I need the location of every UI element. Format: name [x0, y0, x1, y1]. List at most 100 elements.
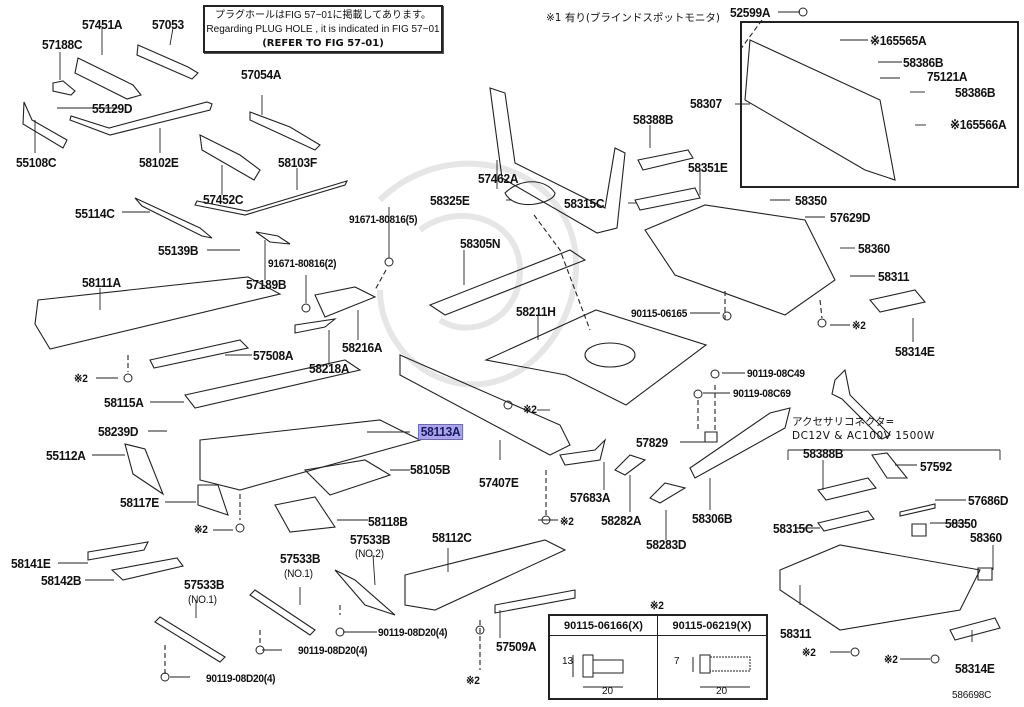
part-label[interactable]: 55139B	[158, 243, 199, 258]
part-label[interactable]: 58307	[690, 96, 722, 111]
part-58117E	[197, 484, 229, 516]
part-label[interactable]: 58103F	[278, 155, 317, 170]
part-label[interactable]: 52599A	[730, 5, 771, 20]
part-label[interactable]: ※165566A	[950, 117, 1007, 132]
bolt-part-90115-06166[interactable]: 90115-06166(X)	[550, 616, 658, 636]
part-label[interactable]: 58105B	[410, 462, 451, 477]
part-label[interactable]: 91671-80816(2)	[268, 258, 337, 270]
part-label[interactable]: 58142B	[41, 573, 82, 588]
part-label[interactable]: 90119-08C49	[747, 368, 805, 380]
part-label[interactable]: 90119-08D20(4)	[206, 673, 276, 685]
part-label[interactable]: ※165565A	[870, 33, 927, 48]
part-label[interactable]: 57188C	[42, 37, 83, 52]
part-label[interactable]: 58117E	[120, 495, 159, 510]
part-label[interactable]: 90115-06165	[631, 308, 688, 320]
detail-frame-58307	[740, 21, 1019, 188]
part-58388B-top	[637, 149, 694, 171]
bolt-ref-label[interactable]: ※2	[560, 516, 574, 528]
part-label[interactable]: 58311	[878, 269, 910, 284]
part-label[interactable]: 58325E	[430, 193, 470, 208]
part-label[interactable]: 58115A	[104, 395, 144, 410]
part-label[interactable]: 58360	[970, 530, 1002, 545]
part-label[interactable]: 91671-80816(5)	[349, 214, 418, 226]
part-label[interactable]: 55112A	[46, 448, 86, 463]
part-58307	[744, 39, 896, 181]
part-label[interactable]: 58311	[780, 626, 812, 641]
part-label[interactable]: 55114C	[75, 206, 115, 221]
part-label[interactable]: 55108C	[16, 155, 57, 170]
part-label[interactable]: 58239D	[98, 424, 139, 439]
part-label[interactable]: 90119-08C69	[733, 388, 791, 400]
part-label[interactable]: 58218A	[309, 361, 350, 376]
part-label-highlighted[interactable]: 58113A	[418, 424, 464, 440]
part-label[interactable]: 90119-08D20(4)	[378, 627, 448, 639]
part-label[interactable]: 58314E	[895, 344, 935, 359]
part-58102E	[69, 101, 213, 136]
part-label[interactable]: 58112C	[432, 530, 472, 545]
part-label[interactable]: 57054A	[241, 67, 282, 82]
part-label[interactable]: 58283D	[646, 537, 687, 552]
part-label[interactable]: 57053	[152, 17, 184, 32]
part-label[interactable]: 57533B	[184, 577, 225, 592]
part-label[interactable]: 57629D	[830, 210, 871, 225]
part-label[interactable]: 57451A	[82, 17, 123, 32]
bolt-ref-label[interactable]: ※2	[523, 404, 537, 416]
part-label[interactable]: 58305N	[460, 236, 501, 251]
part-label[interactable]: 58306B	[692, 511, 733, 526]
part-label[interactable]: 58314E	[955, 661, 995, 676]
bolt-ref-label[interactable]: ※2	[802, 647, 816, 659]
part-label[interactable]: 58141E	[11, 556, 51, 571]
part-57451A	[74, 57, 142, 100]
part-58216A	[314, 286, 377, 318]
part-label[interactable]: 75121A	[927, 69, 968, 84]
part-label[interactable]: 58388B	[803, 446, 844, 461]
part-label[interactable]: 58211H	[516, 304, 556, 319]
part-label[interactable]: 58388B	[633, 112, 674, 127]
part-label[interactable]: 58350	[795, 193, 827, 208]
part-57509A	[494, 589, 576, 614]
part-57533B-left	[154, 616, 226, 663]
part-label[interactable]: 58360	[858, 241, 890, 256]
part-label[interactable]: 57509A	[496, 639, 537, 654]
part-58314E-top	[868, 289, 927, 313]
part-58142B	[110, 557, 184, 581]
part-label[interactable]: 57829	[636, 435, 668, 450]
part-58112C	[404, 539, 567, 611]
bolt-ref-label[interactable]: ※2	[852, 320, 866, 332]
part-label[interactable]: 57592	[920, 459, 952, 474]
bolt-ref-label[interactable]: ※2	[884, 654, 898, 666]
part-label[interactable]: 90119-08D20(4)	[298, 645, 368, 657]
dim-height: 13	[562, 656, 574, 667]
part-57188C	[52, 80, 76, 96]
part-label[interactable]: 58315C	[773, 521, 814, 536]
part-label[interactable]: 58118B	[368, 514, 408, 529]
part-label[interactable]: 57189B	[246, 277, 287, 292]
plug-hole-note-ref: (REFER TO FIG 57-01)	[262, 38, 384, 49]
part-label[interactable]: 58102E	[139, 155, 179, 170]
part-58315C-low	[817, 510, 875, 532]
part-label[interactable]: 55129D	[92, 101, 133, 116]
part-label[interactable]: 57533B	[280, 551, 321, 566]
part-label[interactable]: 58386B	[955, 85, 996, 100]
part-label[interactable]: 58351E	[688, 160, 728, 175]
part-label[interactable]: 58282A	[601, 513, 642, 528]
footnote-blind-spot: ※1 有り(ブラインドスポットモニタ)	[546, 12, 721, 24]
part-label[interactable]: 58216A	[342, 340, 383, 355]
part-58218A	[294, 318, 337, 334]
part-label[interactable]: 58350	[945, 516, 977, 531]
part-label[interactable]: 57683A	[570, 490, 611, 505]
bolt-ref-label[interactable]: ※2	[74, 373, 88, 385]
part-label[interactable]: 57462A	[478, 171, 519, 186]
part-label[interactable]: 57508A	[253, 348, 294, 363]
part-label[interactable]: 58315C	[564, 196, 605, 211]
bolt-ref-label[interactable]: ※2	[466, 675, 480, 687]
part-label[interactable]: 57533B	[350, 532, 391, 547]
bolt-part-90115-06219[interactable]: 90115-06219(X)	[658, 616, 766, 636]
part-label[interactable]: 58386B	[903, 55, 944, 70]
part-label[interactable]: 58111A	[82, 275, 121, 290]
part-label[interactable]: 57452C	[203, 192, 244, 207]
bolt-ref-label[interactable]: ※2	[194, 524, 208, 536]
part-label[interactable]: 57686D	[968, 493, 1009, 508]
part-label[interactable]: 57407E	[479, 475, 519, 490]
